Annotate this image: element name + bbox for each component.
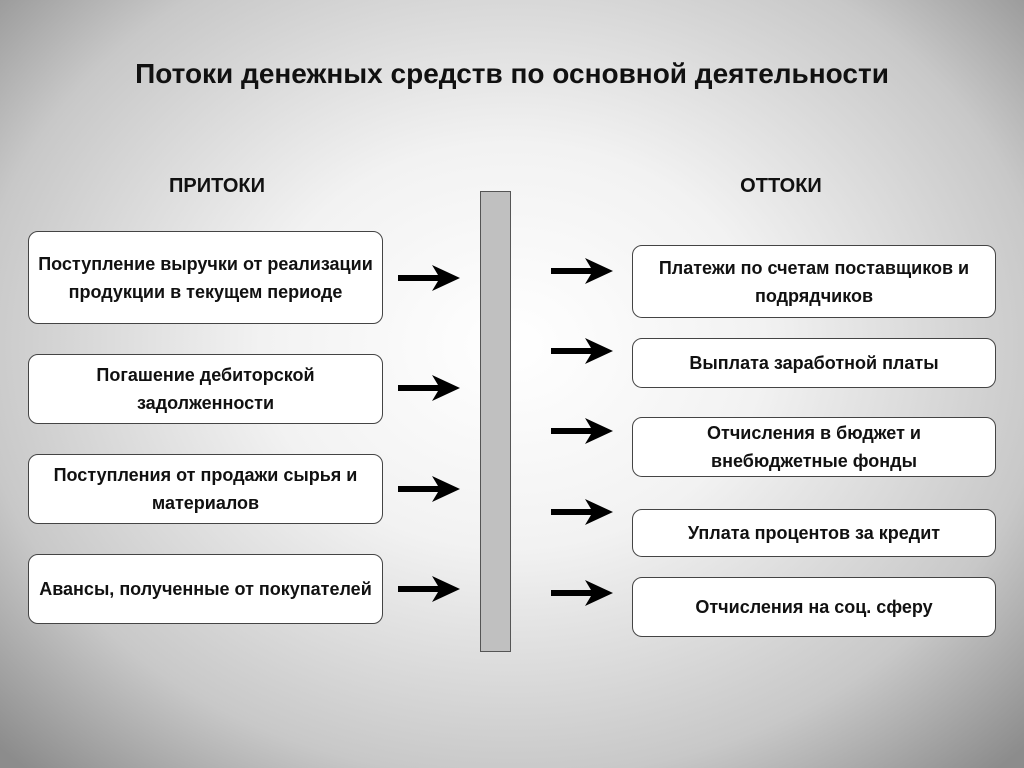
outflow-box: Платежи по счетам поставщиков и подрядчи… (632, 245, 996, 318)
arrow-right-icon (551, 336, 613, 366)
outflow-box: Отчисления в бюджет и внебюджетные фонды (632, 417, 996, 477)
inflow-box: Поступления от продажи сырья и материало… (28, 454, 383, 524)
arrow-right-icon (398, 474, 460, 504)
slide-title: Потоки денежных средств по основной деят… (135, 58, 889, 89)
cash-flow-bar (480, 191, 511, 652)
outflow-box: Отчисления на соц. сферу (632, 577, 996, 637)
arrow-right-icon (398, 574, 460, 604)
inflow-box: Поступление выручки от реализации продук… (28, 231, 383, 324)
arrow-right-icon (551, 497, 613, 527)
outflows-header: ОТТОКИ (740, 175, 822, 197)
arrow-right-icon (551, 416, 613, 446)
arrow-right-icon (551, 256, 613, 286)
inflows-header: ПРИТОКИ (169, 175, 265, 197)
arrow-right-icon (551, 578, 613, 608)
inflow-box: Авансы, полученные от покупателей (28, 554, 383, 624)
outflow-box: Выплата заработной платы (632, 338, 996, 388)
outflow-box: Уплата процентов за кредит (632, 509, 996, 557)
arrow-right-icon (398, 263, 460, 293)
arrow-right-icon (398, 373, 460, 403)
inflow-box: Погашение дебиторской задолженности (28, 354, 383, 424)
